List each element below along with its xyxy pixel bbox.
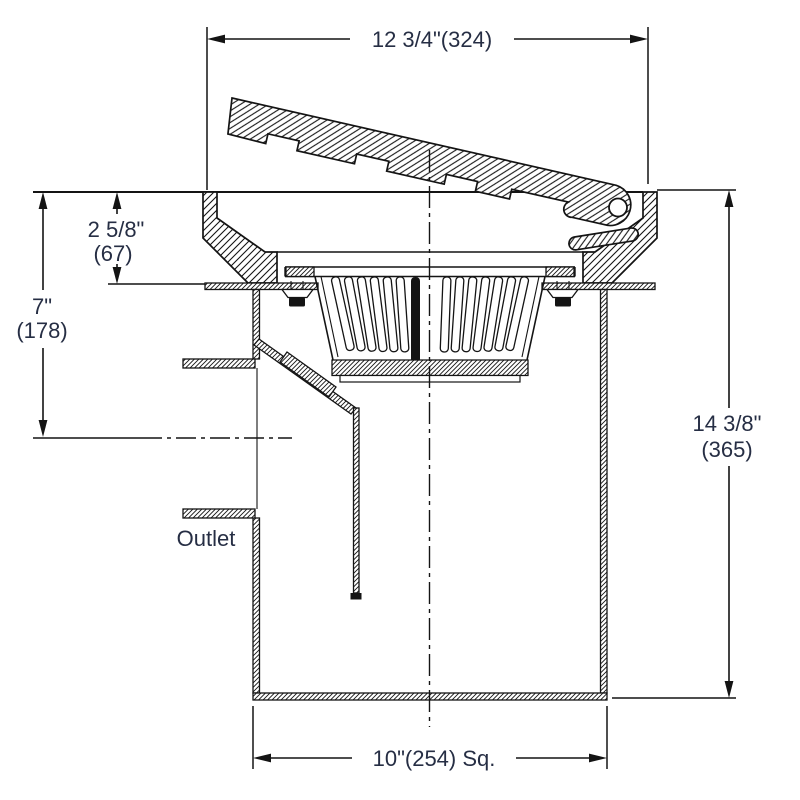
body-width-dimension: 10"(254) Sq. (252, 706, 608, 771)
bucket-rim-right (545, 266, 575, 278)
dim-left-upper-mm-label: (67) (93, 241, 132, 266)
dim-left-lower-inch-label: 7" (32, 294, 52, 319)
flange-depth-dimension: 2 5/8" (67) (88, 192, 205, 285)
rod-vertical (352, 407, 360, 594)
anchor-flange-left (204, 282, 319, 291)
left-wall-upper (252, 288, 261, 360)
dim-right-inch-label: 14 3/8" (693, 411, 762, 436)
bolt-right (545, 281, 580, 307)
hinge-pin (608, 197, 628, 218)
overall-height-dimension: 14 3/8" (365) (612, 189, 762, 699)
bucket-slot-dark (411, 277, 420, 363)
outlet-pipe-bottom-wall (182, 508, 256, 519)
outlet-centerline-dimension: 7" (178) (16, 192, 68, 437)
frame-left-section (202, 191, 278, 284)
internal-rod (253, 338, 362, 600)
arrow-right (589, 753, 607, 763)
arrow-up (38, 192, 48, 209)
bolt-left (280, 281, 315, 307)
dim-right-mm-label: (365) (701, 437, 752, 462)
centerlines (33, 150, 431, 727)
hinge-saddle (568, 227, 640, 251)
right-wall (599, 288, 608, 694)
arrow-right (630, 34, 648, 44)
arrow-left (253, 753, 271, 763)
arrow-down (724, 681, 734, 698)
arrow-down (112, 267, 122, 284)
outlet-pipe-top-wall (182, 358, 256, 369)
rod-foot (350, 593, 362, 600)
arrow-left (207, 34, 225, 44)
bucket-slots-left (330, 276, 410, 353)
bucket-slots-right (439, 276, 530, 353)
arrow-up (112, 192, 122, 209)
dim-left-upper-inch-label: 2 5/8" (88, 217, 145, 242)
arrow-up (724, 190, 734, 207)
arrow-down (38, 420, 48, 437)
outlet-pipe (182, 358, 258, 519)
dim-bottom-label: 10"(254) Sq. (373, 746, 496, 771)
bucket-rim-left (285, 266, 315, 278)
anchor-flange-right (541, 282, 656, 291)
top-width-dimension: 12 3/4"(324) (206, 27, 649, 190)
left-wall-lower (252, 517, 261, 694)
rod-sleeve (279, 351, 337, 398)
dim-top-label: 12 3/4"(324) (372, 27, 492, 52)
outlet-label: Outlet (177, 526, 236, 551)
dim-left-lower-mm-label: (178) (16, 318, 67, 343)
